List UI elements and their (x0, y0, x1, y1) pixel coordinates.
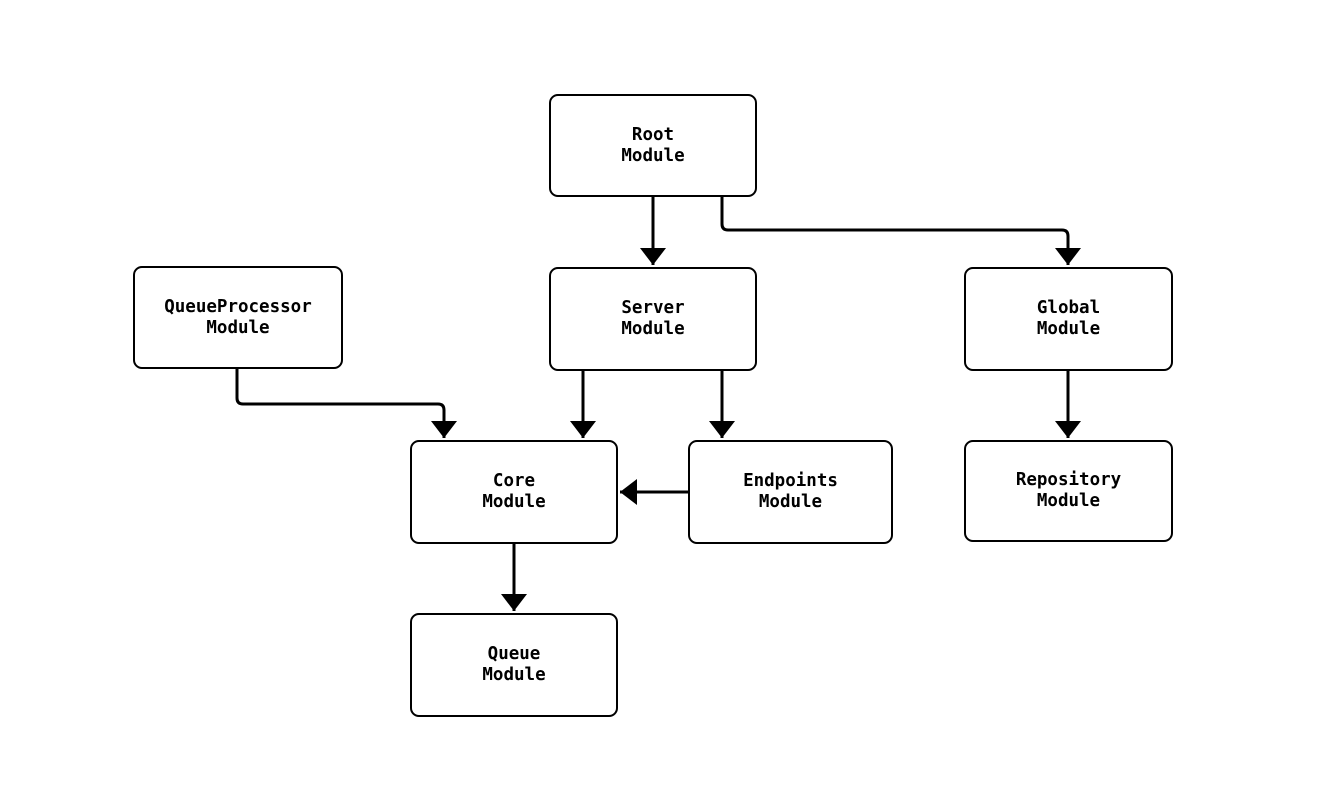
edge-root-to-global (720, 197, 1081, 265)
edge-queueprocessor-to-core (235, 369, 457, 438)
node-queueprocessor-module: QueueProcessor Module (133, 266, 343, 369)
node-server-module: Server Module (549, 267, 757, 371)
node-global-module: Global Module (964, 267, 1173, 371)
node-repository-module: Repository Module (964, 440, 1173, 542)
node-core-module: Core Module (410, 440, 618, 544)
node-queue-module: Queue Module (410, 613, 618, 717)
node-repository-module-label: Repository Module (1015, 470, 1122, 511)
node-server-module-label: Server Module (621, 298, 685, 339)
node-global-module-label: Global Module (1036, 298, 1101, 339)
node-root-module-label: Root Module (621, 124, 685, 166)
node-core-module-label: Core Module (482, 471, 546, 512)
node-endpoints-module-label: Endpoints Module (743, 471, 838, 512)
node-endpoints-module: Endpoints Module (688, 440, 893, 544)
node-queueprocessor-module-label: QueueProcessor Module (164, 296, 312, 338)
node-queue-module-label: Queue Module (482, 644, 546, 685)
node-root-module: Root Module (549, 94, 757, 197)
